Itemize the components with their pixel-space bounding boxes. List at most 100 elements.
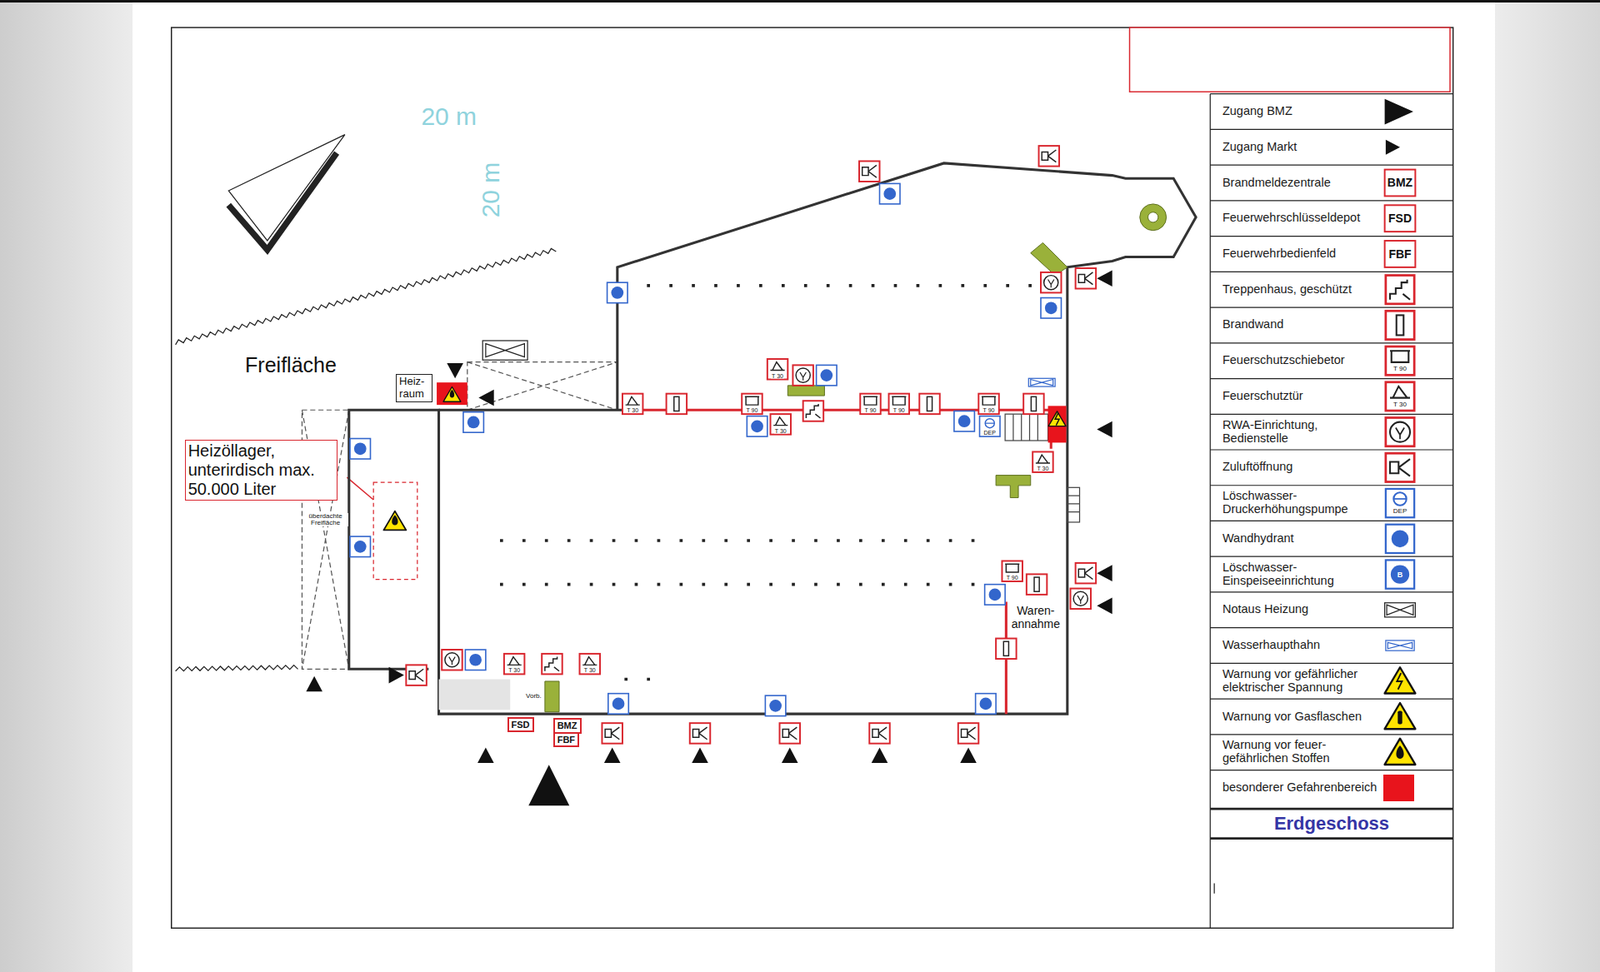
plan-title: Erdgeschoss (1210, 809, 1453, 840)
warning-sign (383, 511, 406, 531)
building-wall (439, 409, 623, 412)
legend-text: Brandmeldezentrale (1222, 176, 1381, 190)
legend-row: Wandhydrant (1222, 520, 1383, 557)
fire-rating: T 90 (892, 407, 906, 414)
fire-door-symbol (622, 394, 643, 415)
legend-row: Feuerschutztür (1222, 379, 1383, 415)
legend-symbol (1385, 417, 1415, 446)
legend-row: Feuerwehrschlüsseldepot (1222, 200, 1383, 237)
stair-symbol (787, 385, 825, 396)
legend-grid (1210, 809, 1453, 840)
legend-row: Zuluftöffnung (1222, 450, 1383, 486)
staircase-symbol (541, 654, 562, 675)
fire-door-symbol (504, 359, 1054, 675)
legend-text: Zuluftöffnung (1222, 460, 1381, 475)
fire-wall-symbol (1026, 574, 1047, 595)
legend-symbol (1396, 673, 1402, 690)
air-inlet-symbol (958, 723, 979, 744)
wall-hydrant-symbol (465, 650, 485, 670)
access-arrow (478, 390, 494, 407)
fire-rating: T 30 (507, 667, 521, 674)
fire-wall-symbol (919, 394, 940, 415)
fire-wall-symbol (995, 639, 1016, 660)
legend-symbol (1385, 603, 1416, 618)
legend-text: Feuerschutzschiebetor (1222, 354, 1381, 368)
access-arrow (781, 748, 799, 764)
access-arrow (477, 748, 495, 764)
fire-rating: T 30 (770, 372, 785, 379)
main-water-valve (1028, 378, 1055, 387)
pressure-pump-symbol (980, 416, 1000, 437)
legend-symbol (1385, 453, 1415, 482)
north-arrow (228, 153, 337, 250)
fire-rating: T 30 (625, 407, 640, 414)
legend-row: Brandwand (1222, 307, 1383, 344)
building-wall (349, 163, 1196, 715)
wall-hydrant-symbol (1040, 298, 1061, 319)
legend-symbol (1385, 240, 1416, 268)
wall-hydrant-symbol (816, 365, 837, 385)
room-label-box: Heiz- raum (395, 374, 433, 403)
legend-row: RWA-Einrichtung, Bedienstelle (1222, 414, 1383, 450)
legend-text: Zugang Markt (1222, 140, 1381, 155)
stair-outline (1013, 414, 1038, 441)
box-text: BMZ (557, 720, 578, 732)
stair-outline (1005, 414, 1048, 441)
smoke-vent-control-symbol (1070, 589, 1091, 610)
site-boundary (175, 665, 299, 672)
stair-symbol (1030, 242, 1068, 275)
wall-hydrant-symbol (975, 694, 996, 715)
legend-row: Zugang Markt (1222, 129, 1383, 165)
legend-row: Warnung vor gefährlicher elektrischer Sp… (1222, 663, 1383, 700)
access-arrow (305, 676, 323, 692)
column-grid (500, 285, 1033, 680)
room-label: Waren- annahme (1009, 604, 1063, 631)
smoke-vent-control-symbol (441, 272, 1091, 671)
wall-hydrant-symbol (350, 536, 370, 557)
wall-hydrant-symbol (746, 416, 767, 437)
fire-wall-symbol (666, 394, 687, 415)
plan-drawing (171, 27, 1454, 929)
air-inlet-symbol (1039, 145, 1060, 166)
legend-symbol (1385, 140, 1400, 155)
air-inlet-symbol (1075, 268, 1096, 289)
tank-outline (373, 482, 418, 580)
air-inlet-symbol (405, 145, 1096, 745)
legend-symbol (1385, 99, 1416, 765)
air-inlet-symbol (780, 723, 800, 744)
legend-text: Notaus Heizung (1222, 603, 1381, 617)
legend-text: Löschwasser- Einspeiseeinrichtung (1222, 561, 1381, 589)
legend-row: Feuerwehrbedienfeld (1222, 236, 1383, 273)
box-text: FBF (557, 735, 575, 746)
air-inlet-symbol (859, 160, 880, 181)
fire-wall-symbol (1023, 394, 1044, 415)
legend-symbol (1386, 605, 1414, 615)
legend-text: Wandhydrant (1222, 532, 1381, 546)
legend-row: Zugang BMZ (1222, 94, 1383, 130)
stair-symbol (995, 475, 1031, 499)
legend-row: Brandmeldezentrale (1222, 165, 1383, 201)
fire-door-symbol (504, 654, 525, 675)
wall-hydrant-symbol (463, 412, 484, 433)
legend-symbol (1385, 667, 1416, 694)
air-inlet-symbol (690, 723, 710, 744)
stair-symbol (1148, 212, 1159, 223)
access-arrow (604, 748, 621, 764)
fire-door-symbol (770, 414, 790, 435)
fire-brigade-panel-box: FBF (553, 732, 580, 749)
stair-outline (1005, 414, 1080, 523)
covered-area-outline (467, 362, 618, 411)
legend-text: Warnung vor gefährlicher elektrischer Sp… (1222, 668, 1381, 695)
site-boundary (174, 247, 556, 671)
fire-rating: T 30 (583, 667, 597, 674)
legend-symbol-code: T 30 (1392, 401, 1408, 409)
fire-rating: T 30 (1035, 465, 1050, 472)
hazard-area (436, 382, 1067, 443)
legend-symbol (1385, 346, 1415, 375)
key-depot-box: FSD (507, 717, 535, 734)
access-arrow (1096, 421, 1112, 439)
air-inlet-symbol (1075, 563, 1096, 584)
legend-row: Warnung vor feuer- gefährlichen Stoffen (1222, 735, 1383, 771)
access-arrow (1096, 270, 1112, 287)
stair-symbol (545, 204, 1167, 713)
